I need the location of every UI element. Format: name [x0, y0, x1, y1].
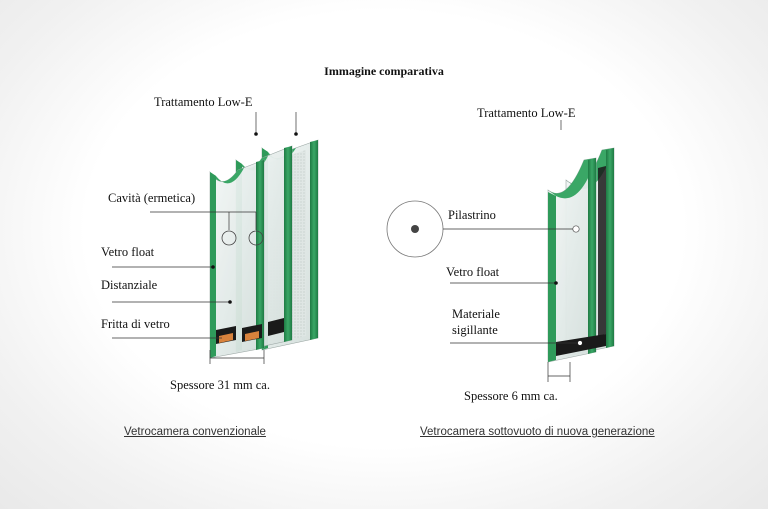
vac-sealant-label-2: sigillante: [452, 323, 498, 337]
vacuum-leaders: [443, 120, 578, 382]
pillar-icon: [411, 225, 419, 233]
diagram-title: Immagine comparativa: [324, 64, 444, 78]
conventional-leaders: [112, 112, 297, 364]
frit-left: [219, 333, 233, 343]
vac-sealant-label-1: Materiale: [452, 307, 500, 321]
conv-frit-label: Fritta di vetro: [101, 317, 170, 331]
conventional-front-pane: [209, 159, 265, 359]
vacuum-dots: [554, 281, 558, 285]
vacuum-caption[interactable]: Vetrocamera sottovuoto di nuova generazi…: [420, 426, 655, 438]
conv-lowe-label: Trattamento Low-E: [154, 95, 253, 109]
conventional-caption[interactable]: Vetrocamera convenzionale: [124, 426, 266, 438]
conv-thickness-label: Spessore 31 mm ca.: [170, 378, 270, 392]
cavity-circles: [221, 230, 264, 246]
conventional-spacers: [216, 318, 284, 344]
sealant-dot: [577, 340, 583, 346]
vac-lowe-label: Trattamento Low-E: [477, 106, 576, 120]
vacuum-front-pane: [547, 157, 597, 363]
frit-right: [245, 331, 259, 341]
vac-float-label: Vetro float: [446, 265, 500, 279]
conventional-glazing: [112, 112, 319, 364]
conventional-dots: [211, 132, 298, 304]
conv-float-label: Vetro float: [101, 245, 155, 259]
vac-thickness-label: Spessore 6 mm ca.: [464, 389, 558, 403]
vac-pillar-label: Pilastrino: [448, 208, 496, 222]
conv-spacer-label: Distanziale: [101, 278, 158, 292]
vacuum-glazing: [386, 120, 615, 382]
conv-cavity-label: Cavità (ermetica): [108, 191, 196, 205]
pillar-marker: [572, 225, 580, 233]
